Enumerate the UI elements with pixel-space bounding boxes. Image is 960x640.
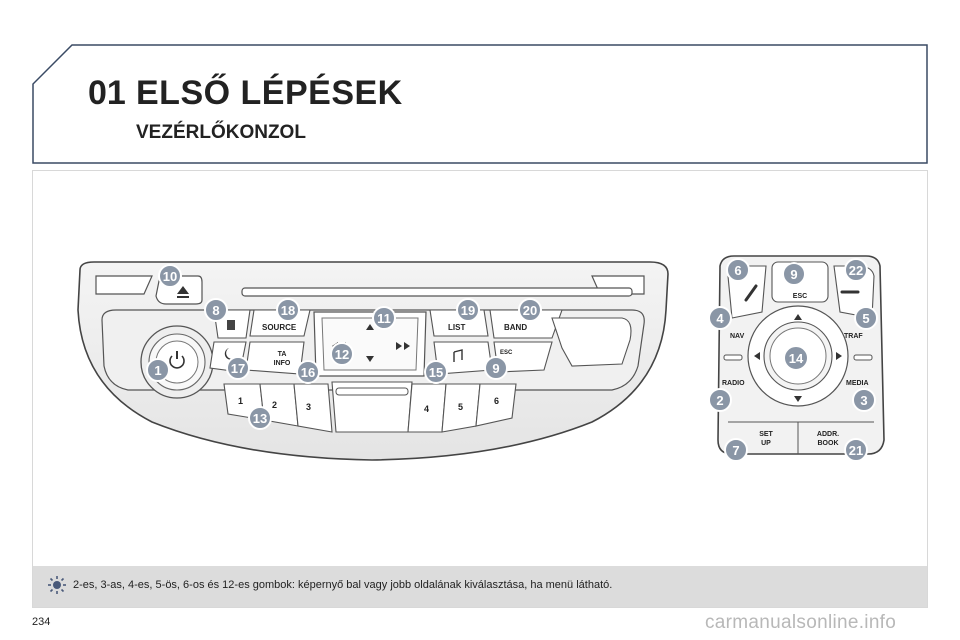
chapter-number: 01 [88, 74, 126, 112]
remote-esc-label: ESC [793, 293, 807, 300]
svg-text:5: 5 [862, 311, 869, 326]
watermark: carmanualsonline.info [705, 612, 897, 633]
svg-text:17: 17 [231, 361, 245, 376]
svg-text:3: 3 [860, 393, 867, 408]
marker-6: 6 [726, 258, 750, 282]
addr-label-2: BOOK [818, 440, 839, 447]
marker-1: 1 [146, 358, 170, 382]
svg-text:21: 21 [849, 443, 863, 458]
svg-text:8: 8 [212, 303, 219, 318]
svg-text:18: 18 [281, 303, 295, 318]
marker-4: 4 [708, 306, 732, 330]
marker-19: 19 [456, 298, 480, 322]
svg-text:12: 12 [335, 347, 349, 362]
svg-text:16: 16 [301, 365, 315, 380]
tip-sun-icon [48, 576, 66, 594]
marker-8: 8 [204, 298, 228, 322]
svg-text:19: 19 [461, 303, 475, 318]
marker-2: 2 [708, 388, 732, 412]
marker-12: 12 [330, 342, 354, 366]
marker-11: 11 [372, 306, 396, 330]
control-illustration: SOURCE TA INFO LIST BAND ESC 1 2 3 4 [77, 255, 885, 462]
svg-text:22: 22 [849, 263, 863, 278]
svg-text:10: 10 [163, 269, 177, 284]
setup-label-2: UP [761, 440, 771, 447]
svg-text:11: 11 [377, 311, 391, 326]
marker-10: 10 [158, 264, 182, 288]
marker-15: 15 [424, 360, 448, 384]
marker-18: 18 [276, 298, 300, 322]
nav-label: NAV [730, 333, 745, 340]
marker-20: 20 [518, 298, 542, 322]
marker-13: 13 [248, 406, 272, 430]
setup-label-1: SET [759, 431, 773, 438]
tip-text: 2-es, 3-as, 4-es, 5-ös, 6-os és 12-es go… [73, 579, 613, 591]
marker-9-console: 9 [484, 356, 508, 380]
marker-3: 3 [852, 388, 876, 412]
marker-16: 16 [296, 360, 320, 384]
marker-5: 5 [854, 306, 878, 330]
preset-5-label: 5 [458, 402, 463, 412]
info-label: INFO [274, 360, 291, 367]
svg-text:14: 14 [789, 351, 804, 366]
radio-label: RADIO [722, 380, 745, 387]
preset-3-label: 3 [306, 402, 311, 412]
marker-14: 14 [783, 345, 809, 371]
preset-6-label: 6 [494, 396, 499, 406]
marker-21: 21 [844, 438, 868, 462]
list-label: LIST [448, 323, 465, 332]
addr-label-1: ADDR. [817, 431, 839, 438]
preset-2-label: 2 [272, 400, 277, 410]
marker-7: 7 [724, 438, 748, 462]
svg-text:20: 20 [523, 303, 537, 318]
svg-text:9: 9 [492, 361, 499, 376]
svg-text:4: 4 [716, 311, 724, 326]
svg-text:9: 9 [790, 267, 797, 282]
svg-text:2: 2 [716, 393, 723, 408]
svg-text:1: 1 [154, 363, 161, 378]
esc-label: ESC [500, 350, 513, 356]
marker-17: 17 [226, 356, 250, 380]
svg-text:15: 15 [429, 365, 443, 380]
preset-1-label: 1 [238, 396, 243, 406]
ta-label: TA [278, 351, 287, 358]
traf-label: TRAF [844, 333, 863, 340]
preset-4-label: 4 [424, 404, 429, 414]
band-label: BAND [504, 323, 527, 332]
chapter-header: 01 ELSŐ LÉPÉSEK VEZÉRLŐKONZOL [32, 44, 928, 164]
section-title: VEZÉRLŐKONZOL [136, 122, 306, 143]
chapter-title: ELSŐ LÉPÉSEK [136, 74, 403, 112]
svg-text:7: 7 [732, 443, 739, 458]
marker-22: 22 [844, 258, 868, 282]
media-label: MEDIA [846, 380, 869, 387]
header-frame [32, 44, 928, 164]
radio-console: SOURCE TA INFO LIST BAND ESC 1 2 3 4 [77, 261, 669, 461]
tip-note: 2-es, 3-as, 4-es, 5-ös, 6-os és 12-es go… [33, 566, 927, 607]
svg-text:6: 6 [734, 263, 741, 278]
page-number: 234 [32, 616, 51, 628]
source-label: SOURCE [262, 323, 297, 332]
marker-9-remote: 9 [782, 262, 806, 286]
svg-text:13: 13 [253, 411, 267, 426]
